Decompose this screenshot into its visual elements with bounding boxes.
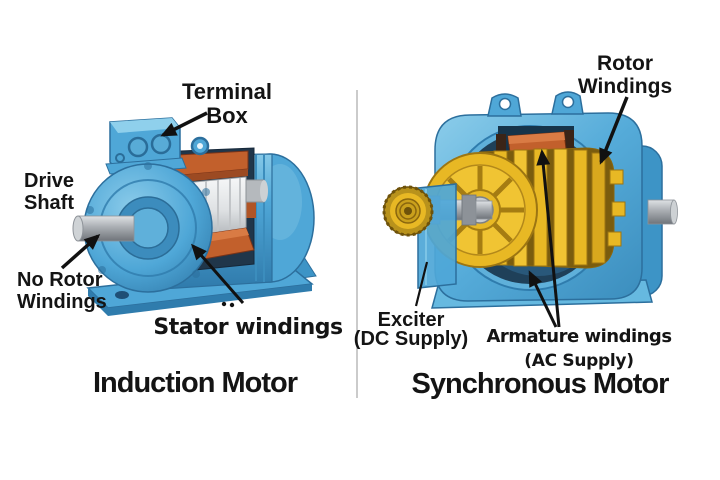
rotor-windings-label-line2: Windings: [577, 75, 673, 98]
drive-shaft-label: Drive Shaft: [24, 170, 75, 214]
exciter-label: Exciter (DC Supply): [348, 309, 474, 350]
panel-divider: [356, 90, 358, 398]
drive-shaft: [72, 215, 135, 242]
front-endbell: [83, 162, 213, 293]
exciter-disc: [382, 185, 434, 237]
armature-windings-label: Armature windings (AC Supply): [484, 327, 674, 371]
no-rotor-windings-label-line2: Windings: [17, 290, 107, 313]
terminal-box-label-line1: Terminal: [181, 79, 273, 104]
armature-windings-label-line1: Armature windings: [486, 326, 672, 347]
stator-windings-label: Stator windings: [153, 315, 343, 340]
exciter-label-line1: Exciter: [377, 309, 445, 331]
synchronous-motor-illustration: [382, 91, 678, 309]
exciter-label-line2: (DC Supply): [353, 327, 469, 350]
induction-motor-illustration: [72, 117, 317, 316]
drive-shaft-label-line1: Drive: [24, 170, 75, 192]
no-rotor-windings-label: No Rotor Windings: [17, 269, 107, 313]
armature-windings-label-line2: (AC Supply): [524, 351, 634, 371]
drive-shaft-label-line2: Shaft: [24, 191, 74, 214]
rear-shaft-stub: [647, 199, 675, 225]
lifting-lugs: [487, 91, 584, 117]
terminal-box-label-line2: Box: [206, 102, 248, 128]
induction-motor-title: Induction Motor: [92, 367, 298, 399]
synchronous-motor-title: Synchronous Motor: [411, 368, 670, 400]
terminal-box-label: Terminal Box: [178, 80, 276, 127]
no-rotor-windings-label-line1: No Rotor: [17, 269, 103, 291]
rotor-windings-label: Rotor Windings: [572, 52, 678, 98]
rotor-windings-label-line1: Rotor: [597, 52, 653, 75]
lifting-eyelet: [190, 136, 210, 156]
